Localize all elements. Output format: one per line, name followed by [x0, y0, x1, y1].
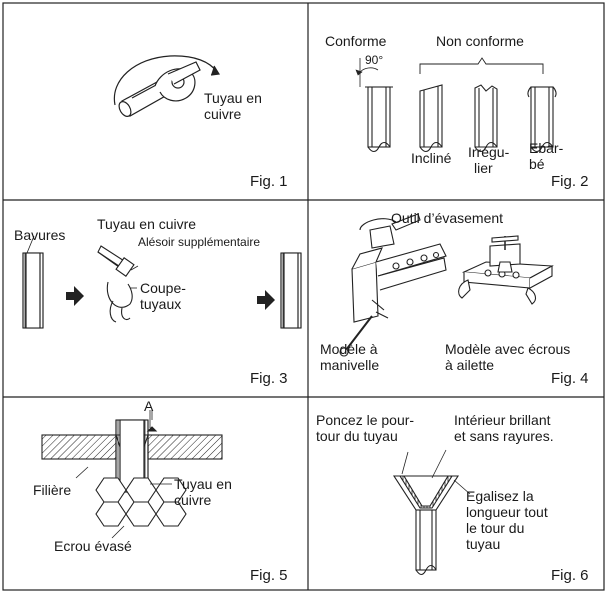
- fig3-label-copper-pipe: Tuyau en cuivre: [97, 216, 197, 232]
- fig1-caption: Fig. 1: [250, 173, 288, 190]
- fig4-caption: Fig. 4: [551, 370, 589, 387]
- fig3-caption: Fig. 3: [250, 370, 288, 387]
- fig5-label-copper-pipe-line1: Tuyau en: [174, 476, 232, 492]
- fig4-label-wing-nut-model-line2: à ailette: [445, 357, 495, 373]
- fig2-pipe-ends-illustration: [355, 57, 557, 153]
- fig2-label-conforming: Conforme: [325, 33, 387, 49]
- fig5-flare-nut-illustration: [41, 410, 223, 539]
- fig4-label-crank-model-line1: Modèle à: [320, 341, 378, 357]
- fig4-flaring-tools-illustration: [339, 213, 554, 357]
- fig5-label-die: Filière: [33, 482, 72, 498]
- fig2-label-burred-line1: Ebar-: [529, 140, 564, 156]
- fig3-deburring-illustration: [22, 235, 302, 329]
- fig2-label-irregular-line2: lier: [474, 160, 493, 176]
- fig2-caption: Fig. 2: [551, 173, 589, 190]
- fig5-label-dimension-a: A: [144, 398, 154, 414]
- fig6-label-even-length-line2: longueur tout: [466, 504, 548, 520]
- fig5-label-copper-pipe-line2: cuivre: [174, 492, 212, 508]
- fig2-label-non-conforming: Non conforme: [436, 33, 524, 49]
- fig6-label-even-length-line1: Egalisez la: [466, 488, 534, 504]
- fig6-label-inside-line2: et sans rayures.: [454, 428, 554, 444]
- fig3-label-pipe-cutter-line2: tuyaux: [140, 296, 182, 312]
- fig2-label-burred-line2: bé: [529, 156, 545, 172]
- fig2-label-inclined: Incliné: [411, 150, 452, 166]
- fig6-label-even-length-line3: le tour du: [466, 520, 525, 536]
- fig4-label-crank-model-line2: manivelle: [320, 357, 380, 373]
- fig4-label-wing-nut-model-line1: Modèle avec écrous: [445, 341, 571, 357]
- fig4-label-flaring-tool: Outil d’évasement: [391, 210, 504, 226]
- fig6-label-even-length-line4: tuyau: [466, 536, 501, 552]
- fig6-caption: Fig. 6: [551, 567, 589, 584]
- fig3-label-pipe-cutter-line1: Coupe-: [140, 280, 186, 296]
- fig5-caption: Fig. 5: [250, 567, 288, 584]
- fig1-label-copper-pipe-line1: Tuyau en: [204, 90, 262, 106]
- fig6-label-polish-line2: tour du tuyau: [316, 428, 398, 444]
- fig5-label-flare-nut: Ecrou évasé: [54, 538, 132, 554]
- fig2-label-angle: 90°: [365, 53, 384, 67]
- fig6-flared-pipe-illustration: [392, 449, 471, 576]
- fig6-label-polish-line1: Poncez le pour-: [316, 412, 415, 428]
- fig3-label-extra-reamer: Alésoir supplémentaire: [138, 235, 261, 249]
- fig3-label-burrs: Bavures: [14, 227, 66, 243]
- fig6-label-inside-line1: Intérieur brillant: [454, 412, 551, 428]
- fig1-pipe-cutter-illustration: [113, 55, 221, 117]
- fig1-label-copper-pipe-line2: cuivre: [204, 106, 242, 122]
- fig2-label-irregular-line1: Irrégu-: [468, 144, 510, 160]
